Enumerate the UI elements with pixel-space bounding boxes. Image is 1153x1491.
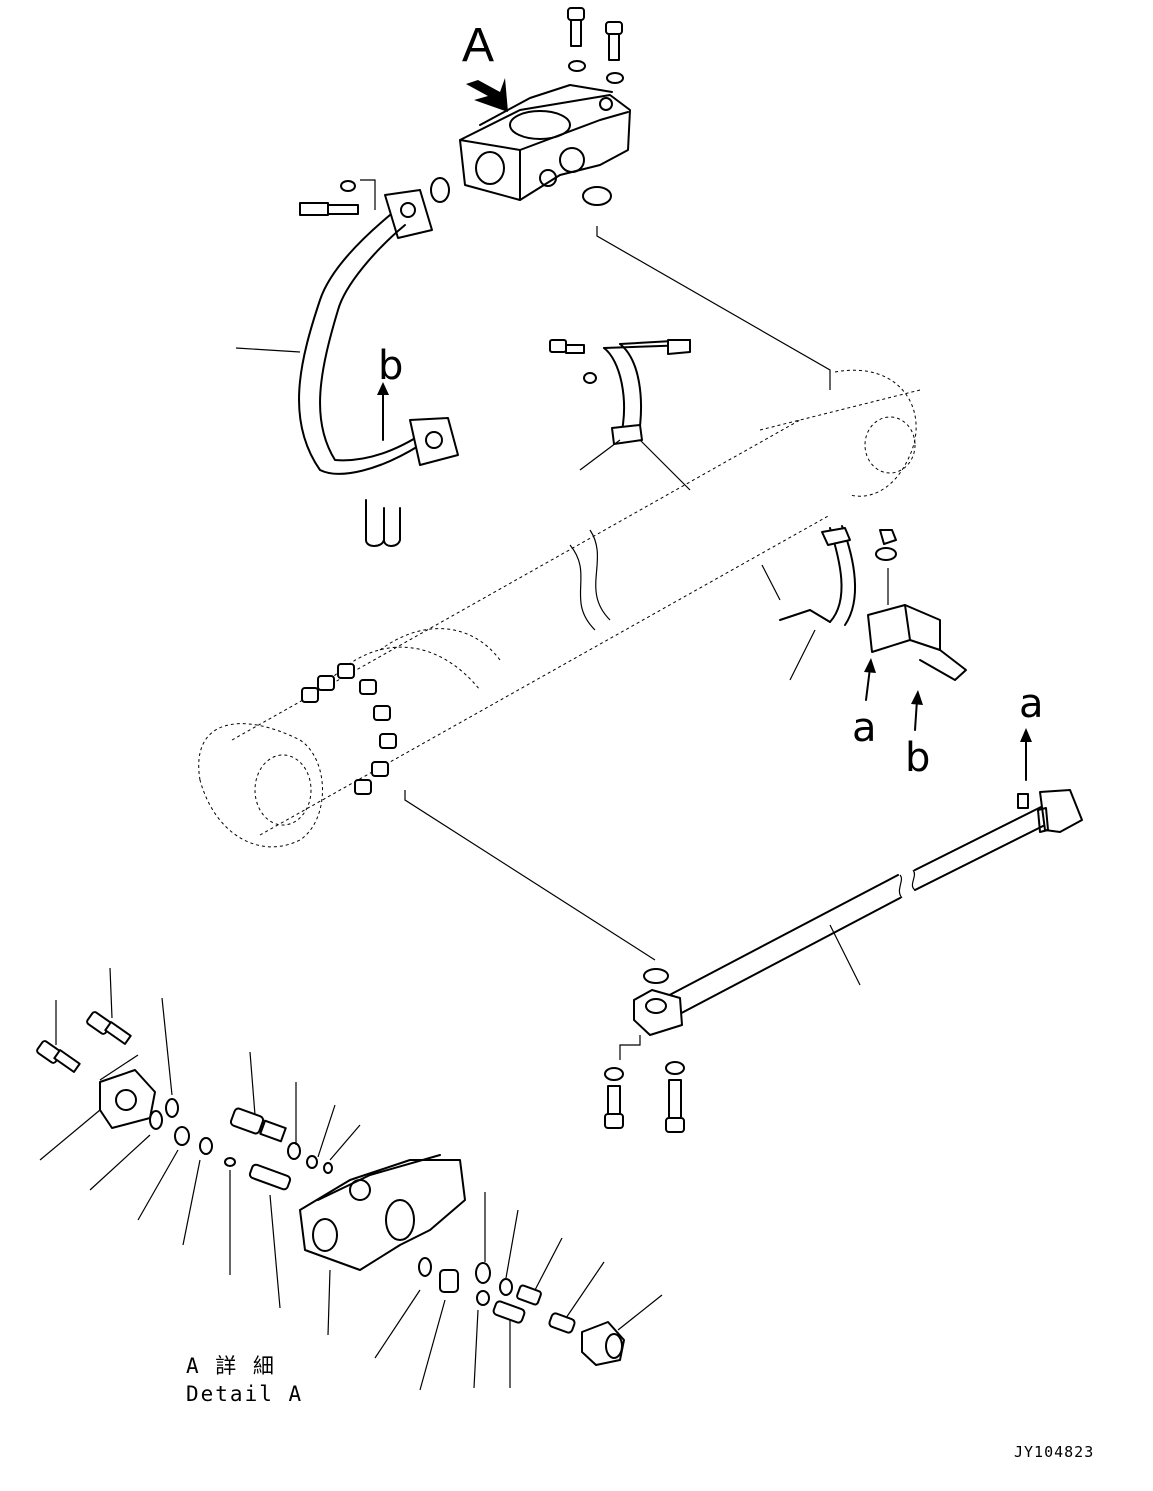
drawing-code: JY104823 [1014, 1443, 1095, 1461]
cylinder-head-bolts [301, 663, 397, 795]
detail-a-title-jp: A 詳 細 [186, 1354, 276, 1378]
bolts-top [567, 7, 624, 84]
clamp-bracket-right [761, 525, 967, 681]
o-ring-lower [643, 968, 669, 984]
detail-a-title-en: Detail A [186, 1382, 304, 1406]
view-a-arrow [466, 78, 508, 112]
pipe-ref-b-top: b [378, 343, 404, 389]
bracket-ref-a: a [852, 705, 877, 751]
callout-arrow-a-bracket [865, 667, 871, 701]
view-a-label: A [462, 19, 495, 72]
pipe-lower [633, 789, 1083, 1036]
o-ring-top [430, 177, 450, 203]
callout-arrow-b-bracket [914, 699, 918, 731]
o-ring-top-right [582, 186, 612, 206]
clamp-upper [549, 339, 691, 491]
leader-lines [404, 226, 831, 961]
pipe-ref-a-right: a [1019, 681, 1044, 727]
pipe-upper [235, 179, 459, 475]
bracket-ref-b: b [905, 735, 931, 781]
hose-fittings [365, 499, 401, 547]
valve-block-top [459, 84, 631, 201]
detail-a-leaders [39, 967, 663, 1391]
bolts-lower-flange [604, 1035, 685, 1133]
hydraulic-cylinder [198, 369, 921, 848]
